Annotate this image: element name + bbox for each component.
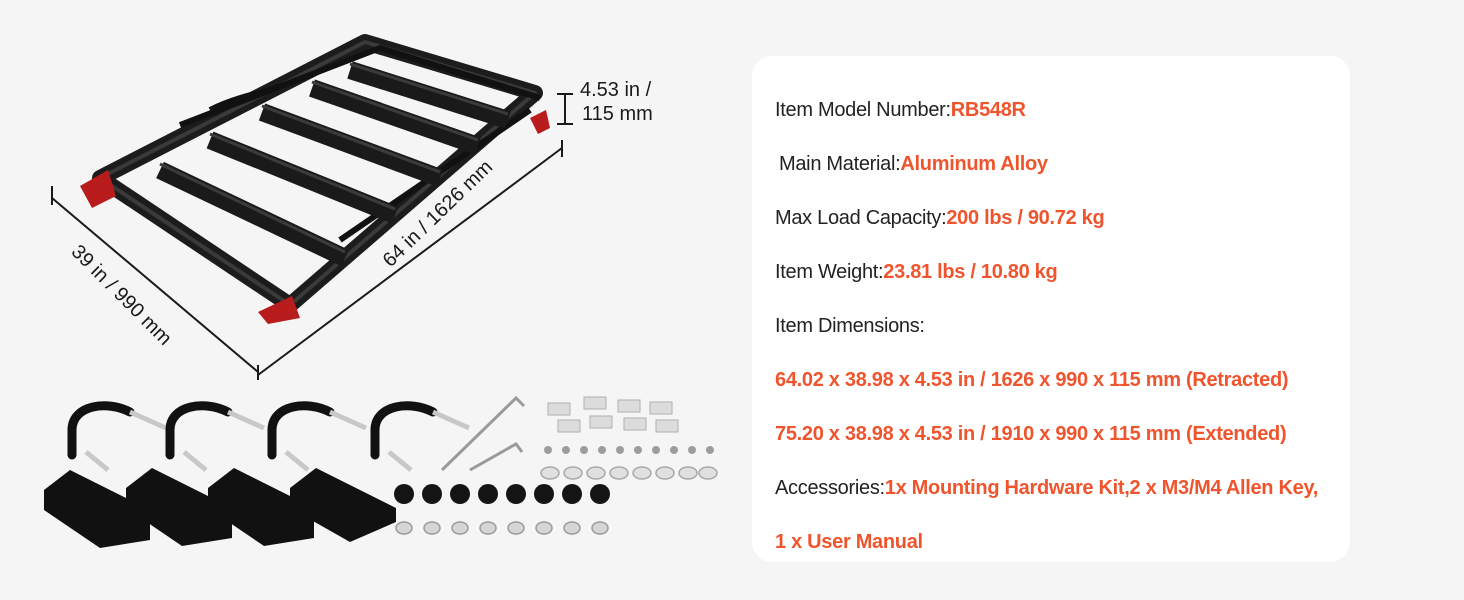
spec-label: Item Model Number: — [775, 99, 951, 121]
screws — [544, 446, 714, 454]
spec-value: 23.81 lbs / 10.80 kg — [883, 261, 1058, 283]
spec-main-material: Main Material: Aluminum Alloy — [775, 137, 1350, 191]
allen-keys — [440, 395, 526, 472]
height-dimension-label: 4.53 in / 115 mm — [580, 78, 653, 126]
specifications-card: Item Model Number: RB548R Main Material:… — [752, 56, 1350, 562]
spec-value: 1x Mounting Hardware Kit,2 x M3/M4 Allen… — [884, 477, 1319, 499]
spec-label: Item Dimensions: — [775, 315, 925, 337]
spec-label: Item Weight: — [775, 261, 884, 283]
spec-accessories: Accessories: 1x Mounting Hardware Kit,2 … — [775, 461, 1350, 515]
spec-label: Accessories: — [775, 477, 885, 499]
spec-label: Max Load Capacity: — [775, 207, 947, 229]
spec-item-weight: Item Weight: 23.81 lbs / 10.80 kg — [775, 245, 1350, 299]
spec-accessories-continued: 1 x User Manual — [775, 515, 1350, 569]
spec-value: 64.02 x 38.98 x 4.53 in / 1626 x 990 x 1… — [775, 369, 1289, 391]
nuts — [395, 521, 609, 535]
spec-value: Aluminum Alloy — [900, 153, 1048, 175]
roof-rack — [80, 34, 550, 324]
spec-dimensions-heading: Item Dimensions: — [775, 299, 1350, 353]
spec-dimensions-extended: 75.20 x 38.98 x 4.53 in / 1910 x 990 x 1… — [775, 407, 1350, 461]
spec-label: Main Material: — [779, 153, 901, 175]
washers — [540, 466, 718, 480]
t-nut-plates — [547, 396, 679, 433]
spec-dimensions-retracted: 64.02 x 38.98 x 4.53 in / 1626 x 990 x 1… — [775, 353, 1350, 407]
spec-model-number: Item Model Number: RB548R — [775, 83, 1350, 137]
mounting-brackets — [44, 468, 396, 548]
spec-value: 1 x User Manual — [775, 531, 923, 553]
roof-rack-drawing — [44, 34, 718, 548]
u-bolts — [67, 401, 471, 472]
spec-value: 75.20 x 38.98 x 4.53 in / 1910 x 990 x 1… — [775, 423, 1287, 445]
spec-value: 200 lbs / 90.72 kg — [946, 207, 1105, 229]
product-illustration: 4.53 in / 115 mm 64 in / 1626 mm 39 in /… — [44, 34, 718, 548]
height-dimension-line2: 115 mm — [582, 103, 653, 125]
spec-max-load: Max Load Capacity: 200 lbs / 90.72 kg — [775, 191, 1350, 245]
spec-value: RB548R — [950, 99, 1026, 121]
star-knobs — [394, 484, 610, 504]
height-dimension-line1: 4.53 in / — [580, 79, 652, 101]
dimension-lines — [51, 93, 573, 380]
